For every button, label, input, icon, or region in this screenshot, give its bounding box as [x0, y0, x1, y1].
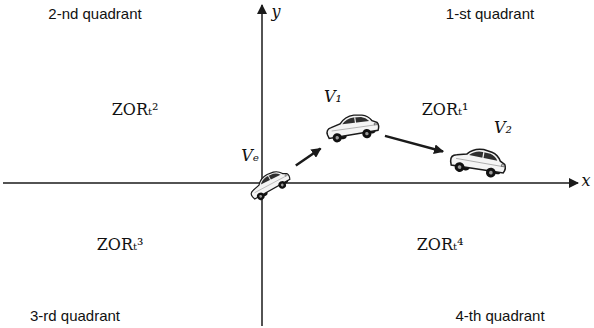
car-rim [335, 136, 339, 140]
car-light [374, 123, 377, 125]
zone-outline [262, 183, 579, 325]
car-rim [280, 183, 284, 187]
zone-label: ZORₜ³ [97, 235, 144, 254]
car-body [450, 144, 508, 174]
quadrant-name: 2-nd quadrant [48, 5, 141, 23]
car-pillar [354, 117, 356, 123]
vehicle-label: V₂ [494, 118, 512, 137]
car-rim [489, 170, 493, 174]
zone-region: ZORₜ² [5, 41, 262, 183]
car-wheel [332, 133, 342, 143]
label-holder: y [271, 2, 280, 21]
car-window [469, 150, 498, 161]
car-pillar [483, 152, 484, 158]
zone-fill [262, 183, 579, 325]
car-rim [457, 165, 461, 169]
vehicle: Vₑ [243, 166, 295, 202]
x-axis [3, 182, 578, 184]
car-pillar [268, 176, 270, 180]
car-icon [444, 140, 512, 182]
label-holder: 1-st quadrant [446, 5, 534, 23]
vehicle-label: Vₑ [241, 146, 259, 165]
car-wheel [454, 161, 465, 172]
zone-outline [262, 41, 579, 183]
label-holder: x [581, 171, 590, 190]
car-trim [255, 176, 286, 193]
car-body [325, 112, 379, 139]
zone-fill [5, 183, 262, 324]
axis-name: x [581, 171, 590, 190]
car-wheel [256, 191, 266, 201]
car-icon [320, 106, 384, 148]
zone-fill [262, 41, 579, 183]
vehicle: V₂ [444, 140, 512, 182]
quadrant-name: 1-st quadrant [446, 5, 534, 23]
vehicle-label: V₁ [324, 87, 342, 106]
car-window [259, 171, 281, 185]
label-holder: 2-nd quadrant [48, 5, 141, 23]
car-rim [365, 132, 369, 136]
label-holder: 3-rd quadrant [30, 307, 120, 325]
zone-outline [5, 183, 262, 324]
zone-label: ZORₜ² [112, 100, 159, 119]
car-wheel [485, 167, 496, 178]
zone-region: ZORₜ¹ V₁ V₂ [262, 41, 579, 183]
quadrant-name: 4-th quadrant [455, 307, 544, 325]
axis-name: y [271, 2, 280, 21]
zone-region: ZORₜ³ [5, 183, 262, 325]
connector-layer [296, 136, 443, 166]
zone-region: ZORₜ⁴ [262, 183, 579, 325]
move-arrow [385, 136, 443, 152]
zone-label: ZORₜ¹ [422, 100, 469, 119]
zone-outline [5, 42, 262, 183]
vehicle: V₁ [320, 106, 384, 148]
car-icon [243, 166, 295, 202]
car-wheel [362, 128, 372, 138]
car-wheel [277, 180, 287, 190]
zone-label: ZORₜ⁴ [417, 235, 464, 254]
car-body [246, 166, 291, 200]
car-window [342, 115, 370, 124]
y-axis [261, 5, 263, 326]
car-light [501, 165, 504, 167]
car-rim [259, 194, 263, 198]
zone-fill [5, 42, 262, 183]
car-light [285, 174, 288, 176]
label-holder: 4-th quadrant [455, 307, 544, 325]
quadrant-name: 3-rd quadrant [30, 307, 120, 325]
zone-shape [262, 41, 579, 183]
move-arrow [296, 149, 321, 166]
